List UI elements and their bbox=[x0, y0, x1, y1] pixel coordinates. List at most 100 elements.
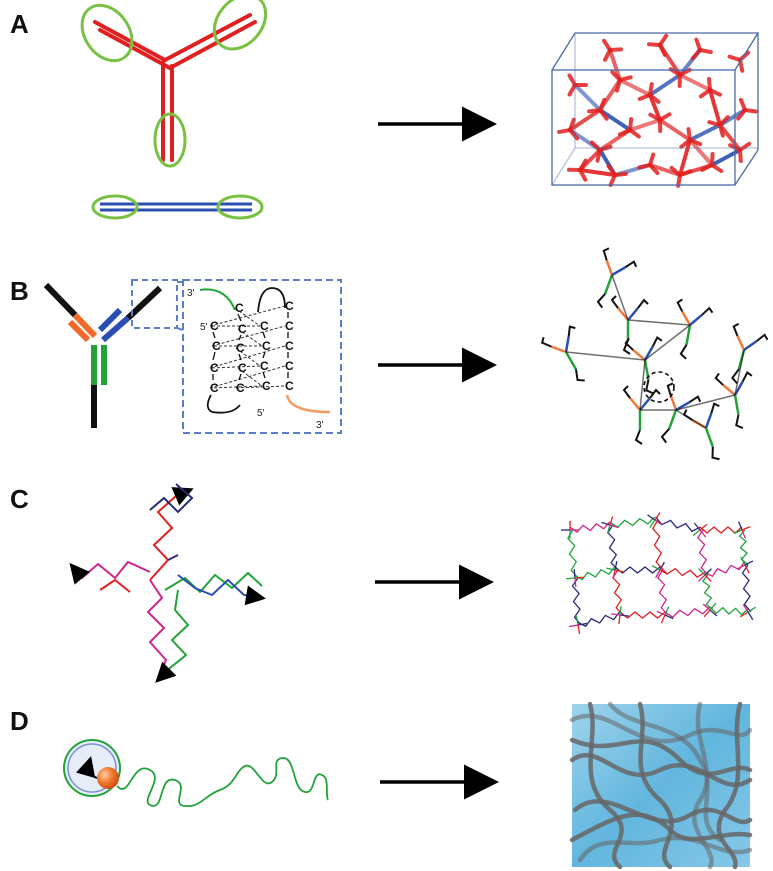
x-dna-link bbox=[571, 577, 582, 626]
x-dna-arm bbox=[647, 514, 656, 521]
x-dna-arm bbox=[709, 602, 717, 611]
hydrogen-bond bbox=[209, 345, 286, 369]
x-dna-arm bbox=[619, 614, 630, 617]
network-strand bbox=[698, 88, 712, 99]
y-junction-unit bbox=[622, 385, 661, 445]
network-strand bbox=[658, 118, 692, 142]
x-dna-arm-green bbox=[164, 571, 263, 594]
x-dna-link bbox=[741, 564, 752, 613]
x-dna-arm bbox=[609, 516, 614, 526]
hydrogen-bond bbox=[237, 367, 263, 387]
hydrogen-bond bbox=[235, 347, 261, 367]
x-dna-arm bbox=[614, 569, 624, 573]
hydrogen-bond bbox=[235, 385, 286, 389]
x-dna-arm bbox=[736, 564, 746, 570]
cube-network-strands bbox=[557, 33, 758, 188]
x-dna-link bbox=[569, 521, 611, 534]
cytosine-base: C bbox=[260, 359, 269, 373]
x-dna-arm bbox=[703, 609, 711, 618]
x-dna-arm bbox=[614, 561, 618, 571]
x-dna-arm bbox=[742, 604, 749, 613]
x-dna-link bbox=[614, 566, 661, 574]
x-dna-arm bbox=[577, 624, 581, 634]
x-dna-link bbox=[609, 516, 656, 528]
x-dna-arm bbox=[740, 556, 746, 566]
gel-fiber bbox=[569, 752, 753, 788]
backbone bbox=[262, 351, 266, 359]
x-dna-arm-magenta bbox=[69, 560, 151, 585]
x-dna-link bbox=[664, 606, 711, 618]
network-strand bbox=[710, 152, 715, 167]
backbone bbox=[238, 373, 242, 381]
y-junction-unit bbox=[596, 247, 638, 309]
cytosine-base: C bbox=[285, 299, 294, 313]
network-strand bbox=[608, 48, 622, 82]
rotation-arrow-icon bbox=[75, 756, 98, 779]
x-dna-arm bbox=[747, 606, 756, 613]
network-strand bbox=[567, 73, 577, 87]
gel-fiber bbox=[569, 812, 753, 843]
gel-fiber bbox=[569, 737, 753, 776]
y-junction-unit bbox=[540, 325, 585, 382]
panel-label-a: A bbox=[10, 9, 29, 39]
x-dna-arm bbox=[618, 614, 621, 625]
network-strand bbox=[608, 47, 623, 52]
x-dna-arm bbox=[709, 609, 718, 617]
x-dna-arm bbox=[619, 605, 622, 616]
network-strand bbox=[573, 83, 602, 112]
x-dna-arm bbox=[738, 521, 743, 531]
small-dashed-box bbox=[131, 279, 178, 329]
x-dna-arm bbox=[747, 611, 754, 620]
network-strand bbox=[648, 93, 662, 122]
network-strand bbox=[669, 165, 682, 177]
gel-fiber bbox=[692, 701, 714, 870]
sticky-end-circle bbox=[153, 112, 187, 168]
network-strand bbox=[688, 138, 714, 167]
x-dna-arm bbox=[606, 567, 616, 571]
gel-fiber bbox=[637, 701, 674, 870]
cytosine-base: C bbox=[236, 341, 245, 355]
panel-b-network bbox=[540, 247, 769, 461]
x-dna-arm bbox=[733, 529, 743, 534]
x-dna-arm bbox=[699, 523, 708, 531]
process-arrows bbox=[375, 106, 499, 800]
x-dna-link bbox=[574, 566, 615, 581]
network-strand bbox=[678, 73, 712, 92]
y-junction-unit bbox=[624, 336, 663, 395]
cytosine-base: C bbox=[262, 379, 271, 393]
x-dna-arm-blue bbox=[177, 574, 266, 606]
cytosine-base: C bbox=[238, 322, 247, 336]
backbone bbox=[262, 331, 266, 339]
y-junction-unit bbox=[676, 298, 714, 360]
x-dna-arm bbox=[612, 569, 616, 579]
gel-fiber bbox=[587, 701, 624, 870]
x-dna-arm bbox=[601, 521, 611, 526]
strand-end-5prime: 5' bbox=[200, 322, 208, 333]
x-dna-link bbox=[701, 574, 714, 611]
nanoparticle bbox=[97, 767, 119, 789]
crosslink bbox=[644, 324, 691, 361]
x-dna-arm bbox=[569, 624, 579, 628]
x-dna-link bbox=[709, 606, 749, 616]
x-dna-arm bbox=[664, 614, 674, 620]
x-dna-link bbox=[577, 611, 620, 628]
strand-end-3prime: 3' bbox=[187, 288, 195, 299]
crosslink bbox=[675, 409, 707, 429]
x-dna-link bbox=[703, 561, 745, 578]
x-dna-arm bbox=[698, 568, 706, 576]
x-dna-arm bbox=[741, 526, 751, 531]
x-dna-arm bbox=[610, 613, 621, 616]
network-strand bbox=[618, 78, 652, 97]
x-dna-link bbox=[652, 519, 664, 571]
x-dna-arm bbox=[659, 561, 665, 571]
sticky-end-circle bbox=[80, 3, 134, 63]
cytosine-base: C bbox=[235, 301, 244, 315]
cytosine-base: C bbox=[210, 319, 219, 333]
network-strand bbox=[595, 148, 602, 163]
gel-fibers bbox=[569, 701, 753, 870]
backbone bbox=[212, 351, 216, 361]
x-dna-arm bbox=[744, 560, 754, 566]
x-dna-arm bbox=[704, 574, 712, 582]
y-junction-unit bbox=[714, 371, 753, 430]
